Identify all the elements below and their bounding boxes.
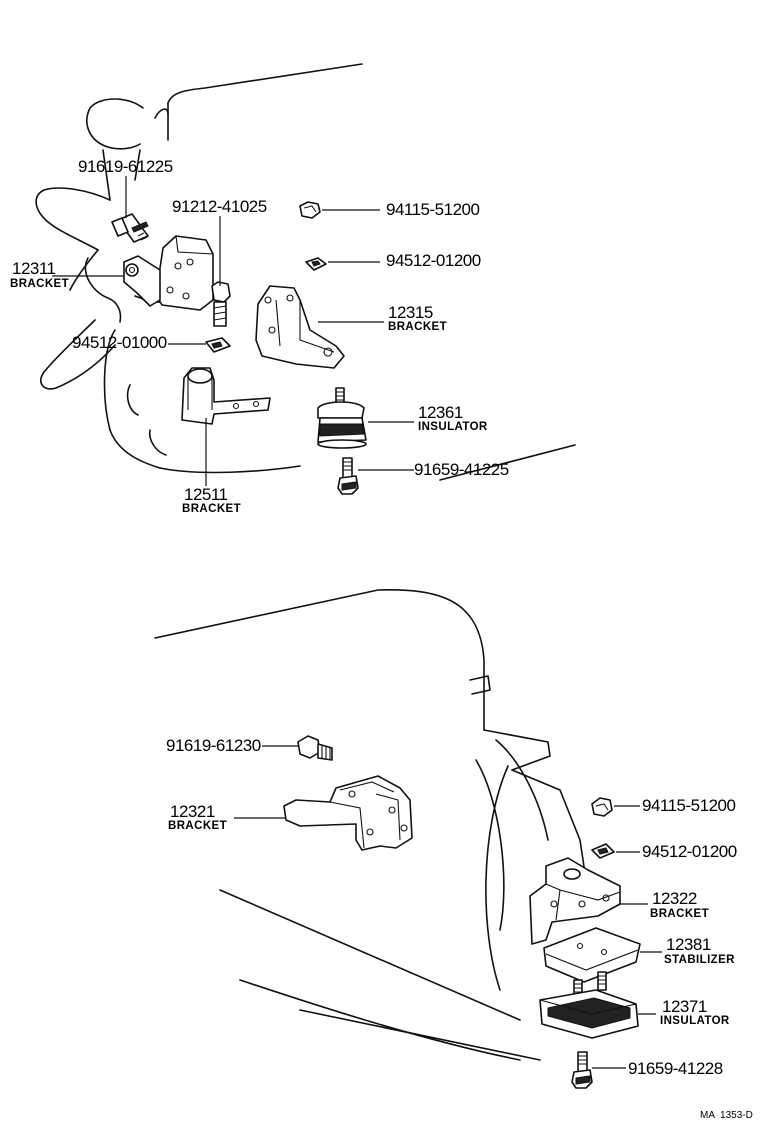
part-labels: 91619-61225 91212-41025 94115-51200 9451… bbox=[10, 157, 753, 1121]
label-12361: 12361 bbox=[418, 403, 463, 422]
insulator-12371-icon bbox=[539, 971, 639, 1039]
label-12311-name: BRACKET bbox=[10, 278, 69, 290]
bolt-91659-41225-icon bbox=[337, 457, 359, 495]
label-94115-51200-bottom: 94115-51200 bbox=[642, 796, 735, 815]
label-94115-51200-top: 94115-51200 bbox=[386, 200, 479, 219]
engine-outline-top bbox=[86, 63, 576, 481]
label-12511-name: BRACKET bbox=[182, 503, 241, 515]
bolt-91212-41025-icon bbox=[211, 281, 231, 327]
insulator-12361-icon bbox=[317, 387, 367, 449]
label-12381-name: STABILIZER bbox=[664, 954, 735, 966]
label-91619-61225: 91619-61225 bbox=[78, 157, 173, 176]
label-94512-01200-bottom: 94512-01200 bbox=[642, 842, 737, 861]
washer-94512-01000-icon bbox=[205, 337, 231, 353]
washer-94512-01200-top-icon bbox=[305, 257, 327, 271]
bracket-12321-icon bbox=[283, 775, 413, 851]
nut-94115-51200-top-icon bbox=[299, 201, 321, 219]
bracket-12511-icon bbox=[181, 367, 271, 425]
diagram-reference-code: MA 1353-D bbox=[700, 1110, 753, 1121]
label-12315: 12315 bbox=[388, 303, 433, 322]
stabilizer-12381-icon bbox=[543, 927, 641, 983]
bracket-12315-icon bbox=[255, 285, 345, 369]
label-12322-name: BRACKET bbox=[650, 908, 709, 920]
label-12321: 12321 bbox=[170, 802, 215, 821]
label-12311: 12311 bbox=[12, 259, 56, 278]
leader-lines bbox=[52, 176, 662, 1069]
label-12322: 12322 bbox=[652, 889, 697, 908]
bolt-91619-61230-icon bbox=[297, 735, 333, 761]
bracket-12322-icon bbox=[529, 857, 621, 945]
label-12361-name: INSULATOR bbox=[418, 421, 488, 433]
nut-94115-51200-bottom-icon bbox=[591, 797, 613, 817]
label-91659-41225: 91659-41225 bbox=[414, 460, 509, 479]
label-94512-01000: 94512-01000 bbox=[72, 333, 167, 352]
label-94512-01200-top: 94512-01200 bbox=[386, 251, 481, 270]
label-12321-name: BRACKET bbox=[168, 820, 227, 832]
label-91619-61230: 91619-61230 bbox=[166, 736, 261, 755]
washer-94512-01200-bottom-icon bbox=[591, 843, 615, 859]
label-91212-41025: 91212-41025 bbox=[172, 197, 267, 216]
transmission-outline-bottom bbox=[154, 589, 587, 1061]
bracket-12311-icon bbox=[123, 235, 214, 311]
label-12315-name: BRACKET bbox=[388, 321, 447, 333]
label-12381: 12381 bbox=[666, 935, 711, 954]
label-12371: 12371 bbox=[662, 997, 707, 1016]
label-12371-name: INSULATOR bbox=[660, 1015, 730, 1027]
bolt-91619-61225-icon bbox=[111, 213, 149, 243]
label-12511: 12511 bbox=[184, 485, 228, 504]
label-91659-41228: 91659-41228 bbox=[628, 1059, 723, 1078]
bolt-91659-41228-icon bbox=[571, 1051, 593, 1089]
